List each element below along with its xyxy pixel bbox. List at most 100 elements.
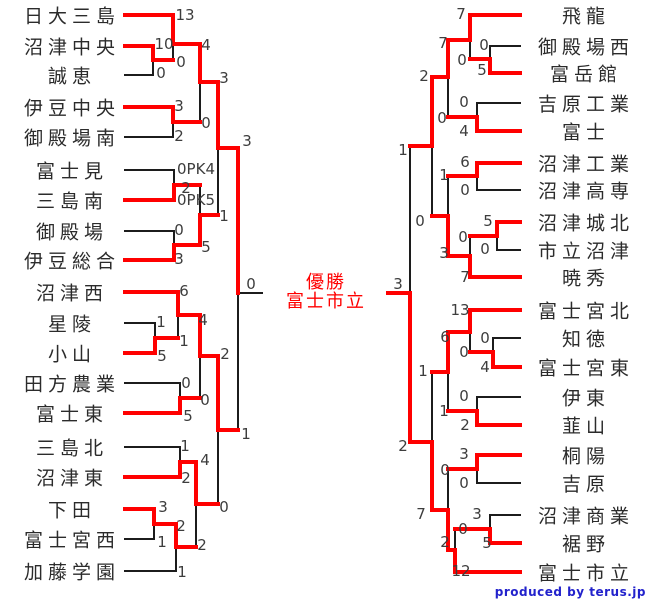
- team-name: 富士市立: [537, 562, 635, 585]
- team-name: 富士宮北: [537, 300, 635, 323]
- team-name: 富士見: [35, 160, 109, 183]
- team-name: 沼津城北: [537, 212, 635, 235]
- score-label: 2: [181, 469, 191, 487]
- score-label: 2: [220, 345, 230, 363]
- team-name: 桐陽: [561, 445, 611, 468]
- team-name: 誠恵: [47, 65, 97, 88]
- team-name: 暁秀: [561, 267, 611, 290]
- score-label: 7: [460, 268, 470, 286]
- team-name: 御殿場: [35, 221, 109, 244]
- score-label: 5: [157, 347, 167, 365]
- score-label: 12: [451, 562, 471, 580]
- score-label: 5: [483, 212, 493, 230]
- score-label: 3: [174, 97, 184, 115]
- team-name: 加藤学園: [23, 561, 121, 584]
- score-label: 1: [177, 563, 187, 581]
- team-name: 日大三島: [23, 5, 121, 28]
- team-name: 伊豆総合: [23, 250, 121, 273]
- score-label: 0: [480, 329, 490, 347]
- score-label: 13: [175, 6, 195, 24]
- team-name: 御殿場西: [537, 36, 635, 59]
- score-label: 5: [477, 61, 487, 79]
- score-label: 3: [174, 250, 184, 268]
- champion-team: 富士市立: [286, 291, 366, 312]
- team-name: 三島南: [35, 190, 109, 213]
- score-label: 3: [439, 244, 449, 262]
- score-label: 2: [419, 67, 429, 85]
- team-name: 沼津中央: [23, 36, 121, 59]
- team-name: 沼津商業: [537, 505, 635, 528]
- score-label: 1: [241, 425, 251, 443]
- score-label: 3: [219, 69, 229, 87]
- team-name: 吉原工業: [537, 93, 635, 116]
- champion-title: 優勝: [306, 272, 346, 293]
- score-label: 0: [156, 64, 166, 82]
- score-label: 0PK4: [177, 160, 215, 178]
- score-label: 0: [459, 387, 469, 405]
- score-label: 4: [459, 122, 469, 140]
- team-name: 沼津高専: [537, 180, 635, 203]
- champion-block: 優勝 富士市立: [286, 273, 366, 311]
- team-name: 裾野: [561, 533, 611, 556]
- score-label: 6: [179, 282, 189, 300]
- score-label: 4: [201, 36, 211, 54]
- score-label: 4: [198, 311, 208, 329]
- score-label: 5: [482, 534, 492, 552]
- score-label: 2: [174, 127, 184, 145]
- score-label: 1: [398, 141, 408, 159]
- score-label: 0: [479, 36, 489, 54]
- team-name: 市立沼津: [537, 240, 635, 263]
- score-label: 2: [181, 179, 191, 197]
- credit-text: produced by terus.jp: [494, 585, 646, 599]
- score-label: 4: [480, 358, 490, 376]
- score-label: 0: [174, 221, 184, 239]
- team-name: 沼津工業: [537, 153, 635, 176]
- score-label: 4: [200, 451, 210, 469]
- score-label: 5: [201, 238, 211, 256]
- score-label: 3: [242, 132, 252, 150]
- score-label: 2: [197, 536, 207, 554]
- score-label: 0: [440, 461, 450, 479]
- score-label: 1: [180, 437, 190, 455]
- score-label: 3: [158, 498, 168, 516]
- team-name: 下田: [47, 499, 97, 522]
- score-label: 0: [458, 520, 468, 538]
- score-label: 10: [154, 35, 174, 53]
- score-label: 2: [398, 437, 408, 455]
- team-name: 韮山: [561, 415, 611, 438]
- team-name: 沼津東: [35, 467, 109, 490]
- team-name: 御殿場南: [23, 127, 121, 150]
- score-label: 0: [459, 93, 469, 111]
- team-name: 富士東: [35, 403, 109, 426]
- team-name: 三島北: [35, 437, 109, 460]
- score-label: 5: [183, 407, 193, 425]
- team-name: 飛龍: [561, 5, 611, 28]
- score-label: 1: [179, 332, 189, 350]
- team-name: 小山: [47, 343, 97, 366]
- score-label: 1: [157, 533, 167, 551]
- score-label: 1: [219, 207, 229, 225]
- score-label: 0: [246, 275, 256, 293]
- team-name: 星陵: [47, 313, 97, 336]
- score-label: 0: [219, 498, 229, 516]
- score-label: 6: [460, 153, 470, 171]
- score-label: 1: [418, 362, 428, 380]
- score-label: 0: [201, 114, 211, 132]
- score-label: 0: [437, 109, 447, 127]
- score-label: 6: [440, 328, 450, 346]
- score-label: 0: [480, 240, 490, 258]
- score-label: 0: [176, 53, 186, 71]
- team-name: 富士: [561, 121, 611, 144]
- score-label: 1: [439, 166, 449, 184]
- team-name: 吉原: [561, 473, 611, 496]
- score-label: 7: [456, 5, 466, 23]
- score-label: 0: [458, 228, 468, 246]
- score-label: 0: [181, 374, 191, 392]
- team-name: 田方農業: [23, 373, 121, 396]
- score-label: 1: [439, 402, 449, 420]
- team-name: 伊豆中央: [23, 97, 121, 120]
- score-label: 0: [200, 391, 210, 409]
- score-label: 0PK5: [177, 191, 215, 209]
- score-label: 3: [393, 275, 403, 293]
